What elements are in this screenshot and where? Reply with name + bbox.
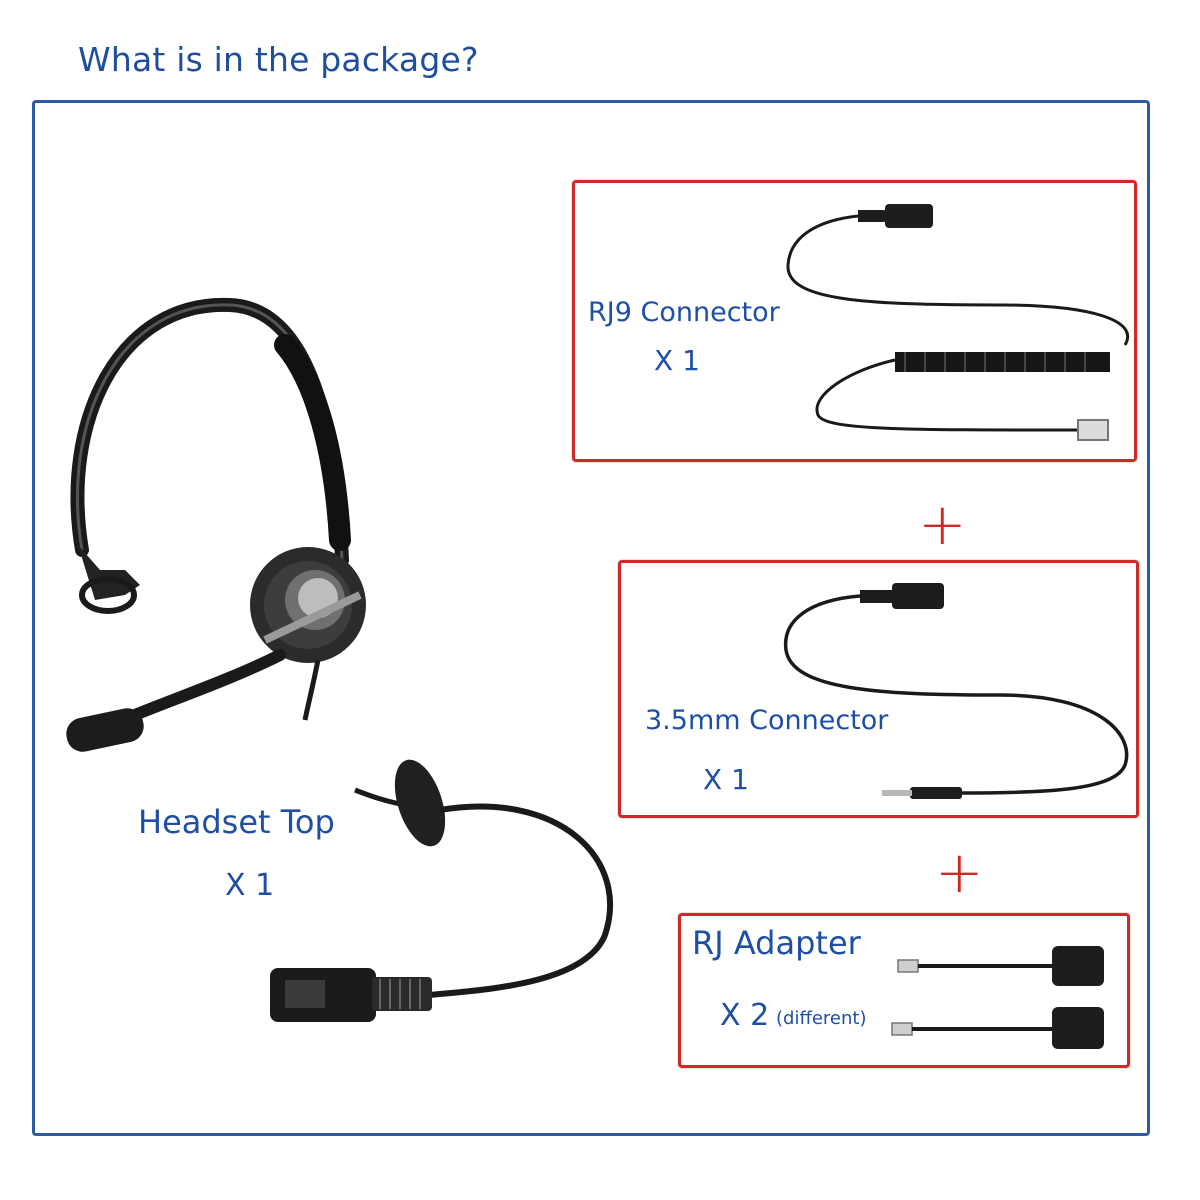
35mm-connector-qty: X 1: [703, 763, 749, 796]
package-frame: [32, 100, 1150, 1136]
page-title: What is in the package?: [78, 40, 479, 79]
rj-adapter-qty: X 2: [720, 998, 770, 1033]
rj9-connector-qty: X 1: [654, 344, 700, 377]
plus-sign-1: +: [918, 490, 967, 558]
rj9-connector-label: RJ9 Connector: [588, 297, 780, 328]
headset-top-qty: X 1: [225, 868, 275, 903]
rj-adapter-note: (different): [776, 1008, 867, 1029]
plus-sign-2: +: [935, 838, 984, 906]
headset-top-label: Headset Top: [138, 803, 335, 841]
35mm-connector-box: [618, 560, 1139, 818]
rj-adapter-label: RJ Adapter: [692, 924, 861, 962]
rj9-connector-box: [572, 180, 1137, 462]
rj-adapter-box: [678, 913, 1130, 1068]
35mm-connector-label: 3.5mm Connector: [645, 705, 889, 736]
